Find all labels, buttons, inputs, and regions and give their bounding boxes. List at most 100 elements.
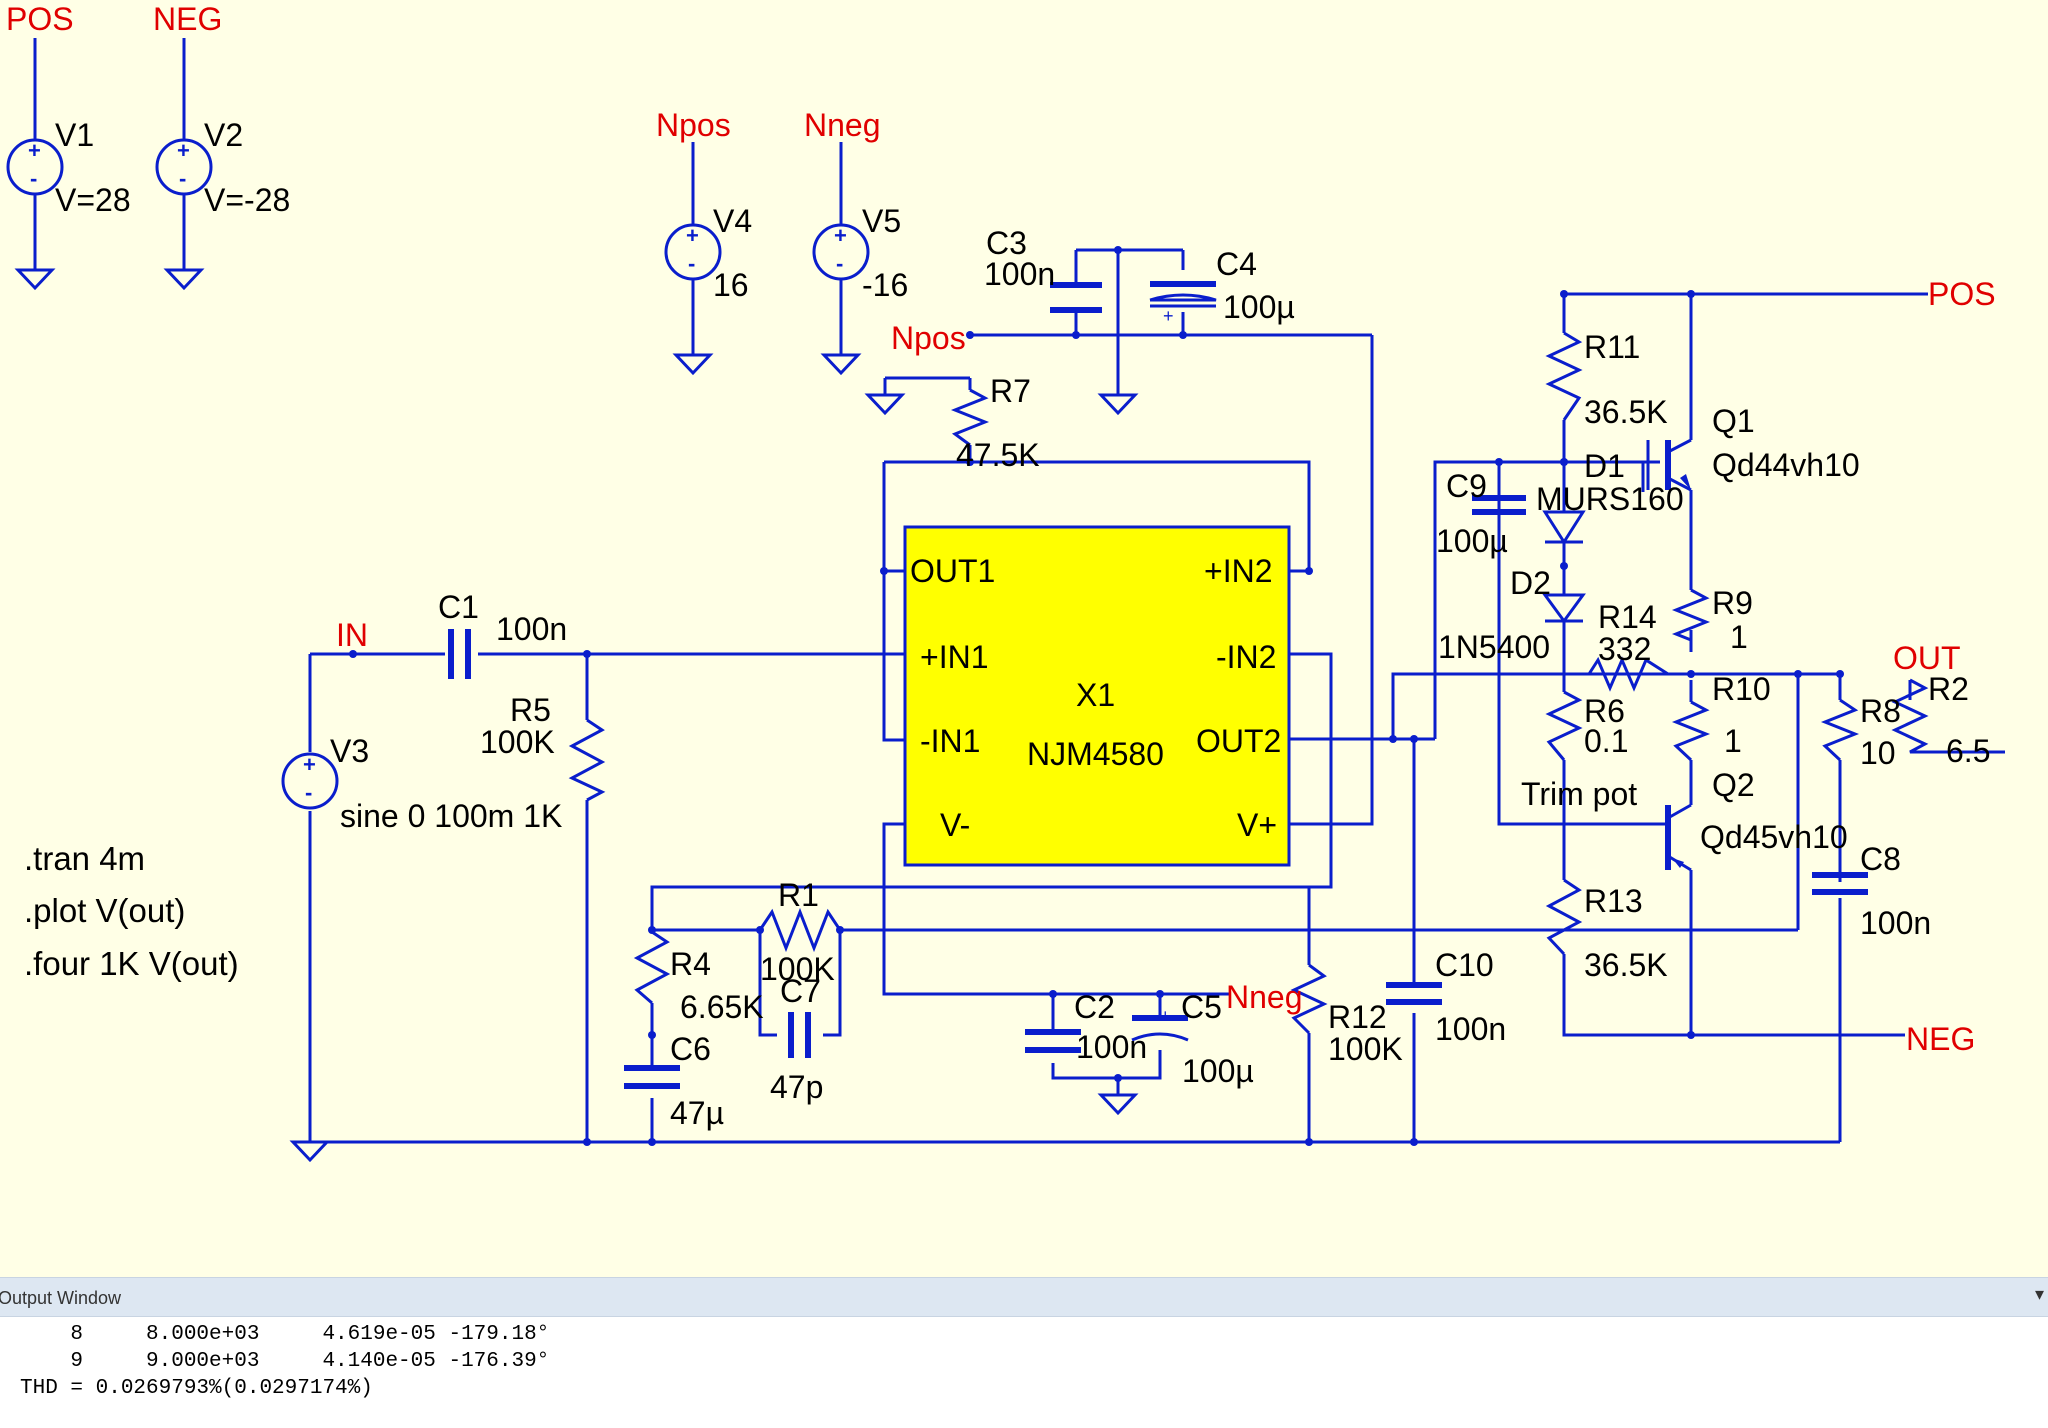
output-window-header[interactable]: Output Window ▾: [0, 1277, 2048, 1317]
net-label-in: IN: [336, 617, 368, 653]
resistor-r1[interactable]: [758, 907, 842, 953]
voltage-source-v1[interactable]: + -: [6, 138, 64, 196]
label-c6-value: 47µ: [670, 1095, 724, 1131]
label-r9-name: R9: [1712, 585, 1753, 621]
label-d2-value: 1N5400: [1438, 629, 1550, 665]
capacitor-c9[interactable]: [1435, 460, 1526, 515]
resistor-r9[interactable]: [1671, 588, 1711, 642]
label-c10-value: 100n: [1435, 1011, 1506, 1047]
directive-plot[interactable]: .plot V(out): [24, 892, 185, 929]
svg-text:-: -: [30, 166, 37, 191]
resistor-r8[interactable]: [1820, 698, 1860, 762]
output-window-text[interactable]: 8 8.000e+03 4.619e-05 -179.18° 9 9.000e+…: [20, 1321, 549, 1402]
output-line: 9 9.000e+03 4.140e-05 -176.39°: [20, 1350, 550, 1373]
label-r13-value: 36.5K: [1584, 947, 1668, 983]
capacitor-c3[interactable]: [1050, 282, 1102, 313]
resistor-r13[interactable]: [1545, 878, 1583, 956]
label-v2-value: V=-28: [204, 182, 290, 218]
label-r1-name: R1: [778, 877, 819, 913]
label-v1-value: V=28: [55, 182, 131, 218]
label-v3-value: sine 0 100m 1K: [340, 798, 562, 834]
output-window[interactable]: Output Window ▾ 8 8.000e+03 4.619e-05 -1…: [0, 1277, 2048, 1428]
label-r5-name: R5: [510, 692, 551, 728]
label-d1-value: MURS160: [1536, 481, 1684, 517]
label-v4-value: 16: [713, 267, 749, 303]
opamp-pin-in2n: -IN2: [1216, 639, 1276, 675]
opamp-pin-in1p: +IN1: [920, 639, 988, 675]
diode-d2[interactable]: [1542, 593, 1586, 624]
voltage-source-v5[interactable]: + -: [812, 223, 870, 281]
net-label-out: OUT: [1893, 640, 1961, 676]
label-r8-name: R8: [1860, 693, 1901, 729]
resistor-r2[interactable]: [1891, 678, 2005, 754]
svg-text:+: +: [303, 752, 316, 777]
svg-text:-: -: [688, 251, 695, 276]
resistor-r12[interactable]: [1290, 963, 1328, 1035]
svg-text:-: -: [305, 780, 312, 805]
directive-four[interactable]: .four 1K V(out): [24, 945, 239, 982]
opamp-model: NJM4580: [1027, 736, 1164, 772]
net-label-npos-c3: Npos: [891, 320, 966, 356]
transistor-q1[interactable]: [1646, 438, 1692, 492]
label-r2-value: 6.5: [1946, 733, 1990, 769]
opamp-name: X1: [1076, 677, 1115, 713]
junctions: [349, 246, 1844, 1146]
output-line: 8 8.000e+03 4.619e-05 -179.18°: [20, 1323, 550, 1346]
label-r4-value: 6.65K: [680, 989, 764, 1025]
label-r9-value: 1: [1730, 619, 1748, 655]
svg-text:+: +: [177, 138, 190, 163]
voltage-source-v4[interactable]: + -: [664, 223, 722, 281]
resistor-r14[interactable]: [1587, 656, 1669, 692]
opamp-pin-in2p: +IN2: [1204, 553, 1272, 589]
opamp-x1[interactable]: OUT1 +IN1 -IN1 V- +IN2 -IN2 OUT2 V+ X1 N…: [903, 525, 1291, 867]
label-r12-value: 100K: [1328, 1031, 1403, 1067]
label-v5-value: -16: [862, 267, 908, 303]
label-q1-name: Q1: [1712, 403, 1755, 439]
label-v1-name: V1: [55, 117, 94, 153]
spice-directives[interactable]: .tran 4m .plot V(out) .four 1K V(out): [24, 840, 239, 982]
capacitor-c5[interactable]: +: [1131, 1006, 1189, 1042]
label-c5-value: 100µ: [1182, 1053, 1254, 1089]
label-r14-name: R14: [1598, 599, 1657, 635]
output-window-title: Output Window: [0, 1288, 122, 1308]
net-label-pos: POS: [6, 1, 74, 37]
label-v2-name: V2: [204, 117, 243, 153]
output-line-thd: THD = 0.0269793%(0.0297174%): [20, 1377, 373, 1400]
label-r1-value: 100K: [760, 951, 835, 987]
resistor-r6[interactable]: [1545, 690, 1583, 761]
label-r8-value: 10: [1860, 735, 1896, 771]
directive-tran[interactable]: .tran 4m: [24, 840, 145, 877]
label-c5-name: C5: [1181, 989, 1222, 1025]
label-c8-name: C8: [1860, 841, 1901, 877]
transistor-q2[interactable]: [1665, 803, 1692, 872]
capacitor-c4[interactable]: +: [1149, 281, 1217, 326]
label-c4-name: C4: [1216, 246, 1257, 282]
chevron-down-icon[interactable]: ▾: [2034, 1284, 2044, 1304]
net-label-pos-right: POS: [1928, 276, 1996, 312]
opamp-pin-vneg: V-: [940, 807, 970, 843]
resistor-r5[interactable]: [568, 718, 606, 802]
label-r14-value: 332: [1598, 631, 1651, 667]
opamp-pin-in1n: -IN1: [920, 723, 980, 759]
capacitor-c6[interactable]: [624, 1065, 680, 1089]
capacitor-c1[interactable]: [448, 629, 471, 679]
label-c7-name: C7: [780, 973, 821, 1009]
resistor-r11[interactable]: [1545, 331, 1583, 421]
capacitor-c7[interactable]: [788, 1012, 811, 1058]
resistor-r10[interactable]: [1671, 700, 1711, 762]
capacitor-c8[interactable]: [1812, 872, 1868, 895]
resistor-r7[interactable]: [950, 388, 990, 447]
capacitor-c10[interactable]: [1386, 977, 1442, 1005]
resistor-r4[interactable]: [633, 930, 671, 1005]
label-c4-value: 100µ: [1223, 289, 1295, 325]
net-label-nneg-c5: Nneg: [1226, 979, 1303, 1015]
label-r11-value: 36.5K: [1584, 394, 1668, 430]
schematic-canvas[interactable]: + - + - + - + - + - +: [0, 0, 2048, 1277]
voltage-source-v2[interactable]: + -: [155, 138, 213, 196]
opamp-pin-out2: OUT2: [1196, 723, 1281, 759]
diode-d1[interactable]: [1542, 462, 1586, 595]
svg-text:+: +: [686, 223, 699, 248]
capacitor-c2[interactable]: [1025, 1029, 1081, 1053]
opamp-pin-vpos: V+: [1237, 807, 1277, 843]
voltage-source-v3[interactable]: + -: [281, 752, 339, 810]
